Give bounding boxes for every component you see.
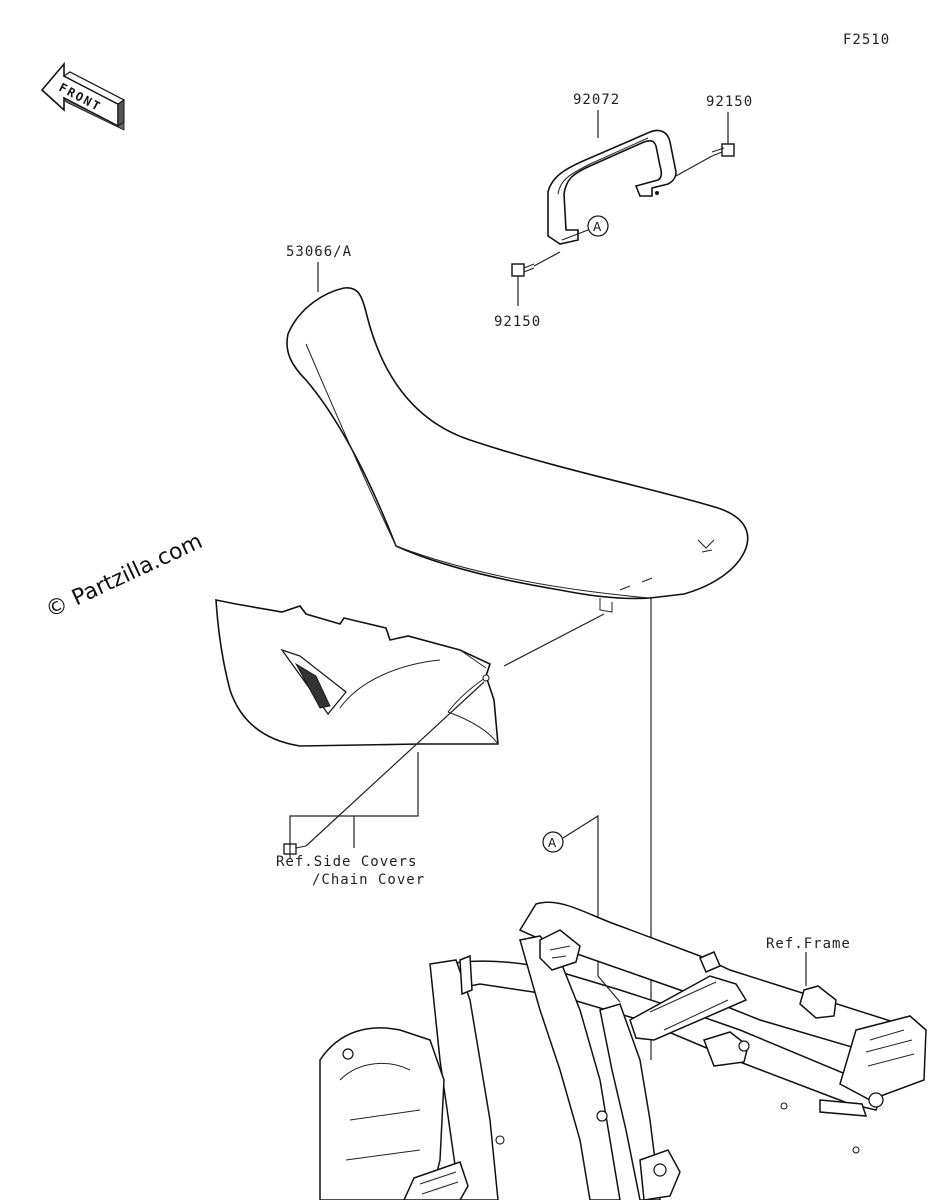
seat-part	[286, 287, 749, 613]
grab-bar-part	[547, 129, 677, 245]
ref-chain-cover-label: /Chain Cover	[312, 872, 425, 888]
bolt-left-part-number: 92150	[494, 314, 541, 330]
callout-a-top-letter: A	[593, 220, 602, 234]
front-direction-arrow-icon: FRONT	[40, 61, 126, 131]
frame-part	[319, 901, 927, 1200]
grab-bar-part-number: 92072	[573, 92, 620, 108]
callout-a-top: A	[561, 215, 609, 241]
seat-part-number: 53066/A	[286, 244, 352, 260]
watermark: © Partzilla.com	[42, 529, 206, 623]
callout-a-bottom-letter: A	[548, 836, 557, 850]
bolt-right-part	[711, 143, 735, 157]
ref-frame-label: Ref.Frame	[766, 936, 851, 952]
bolt-right-part-number: 92150	[706, 94, 753, 110]
bolt-left-part	[511, 263, 535, 277]
side-cover-part	[215, 599, 499, 747]
side-cover-screw-part	[283, 843, 307, 855]
figure-code: F2510	[843, 32, 890, 48]
ref-side-covers-label: Ref.Side Covers	[276, 854, 417, 870]
